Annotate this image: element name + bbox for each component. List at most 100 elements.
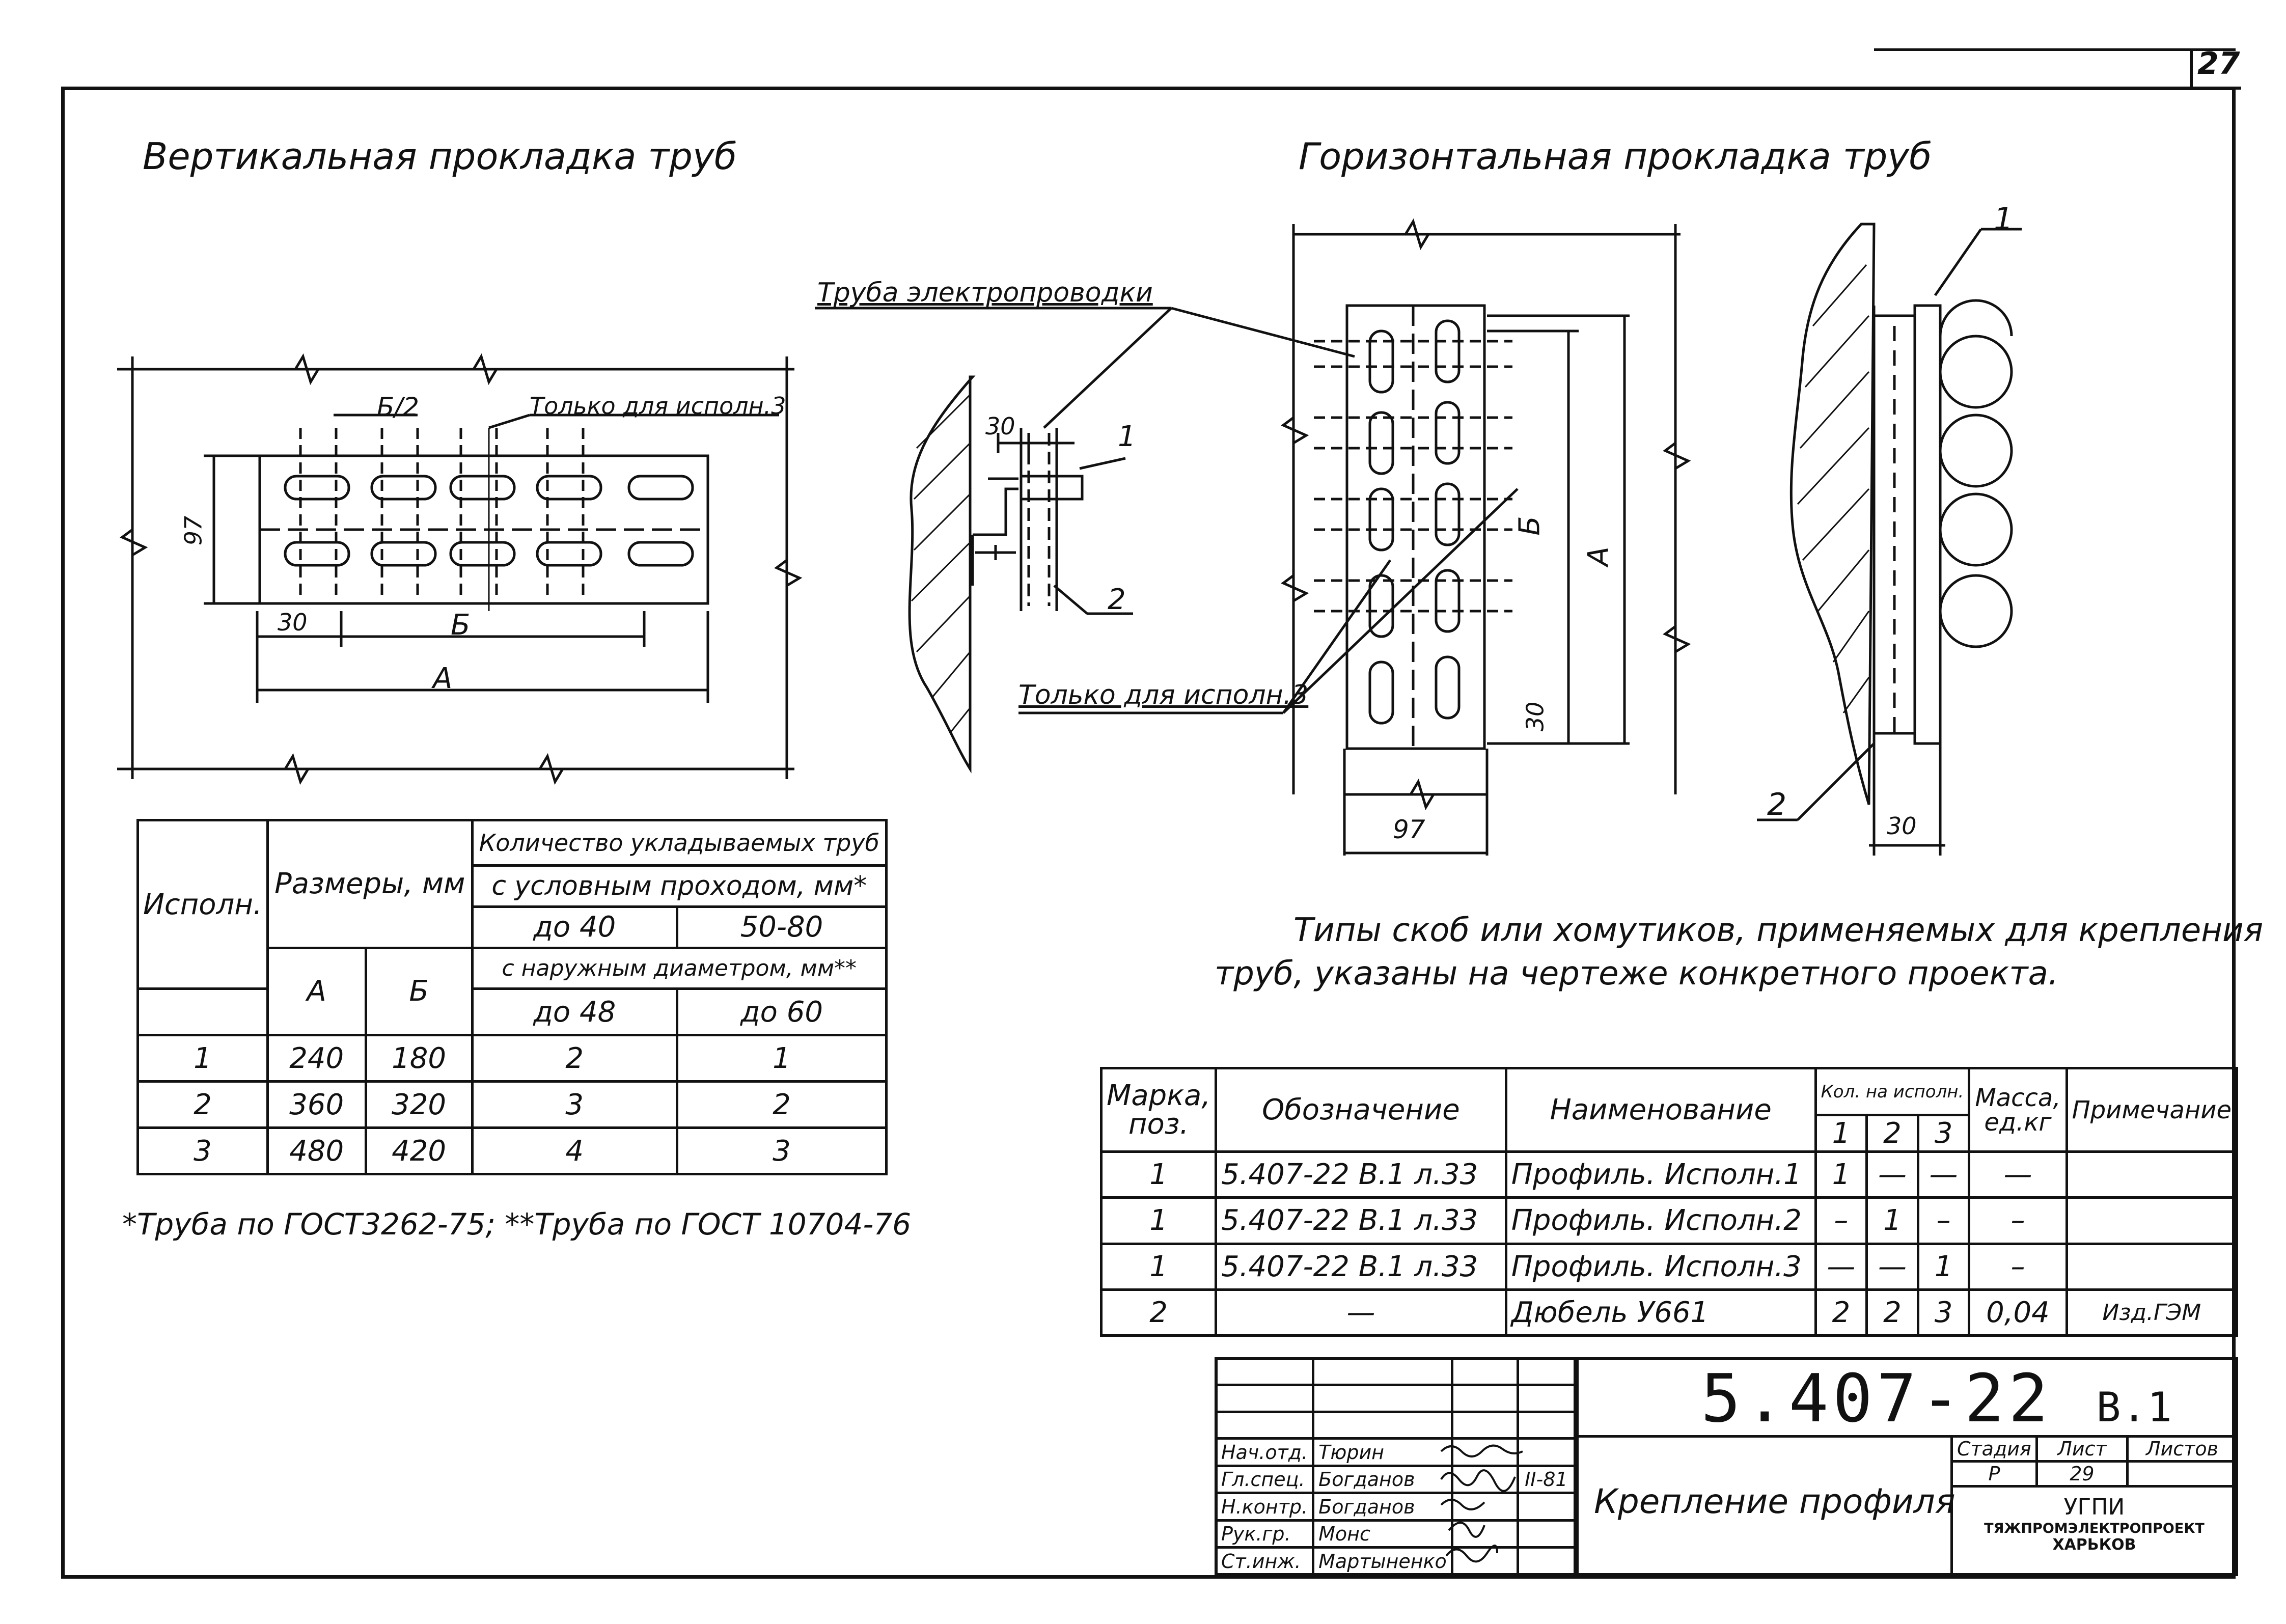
cell-q1: 3 <box>471 1080 678 1130</box>
cell-naim: Профиль. Исполн.3 <box>1504 1242 1817 1291</box>
doc-code: 5.407-22 В.1 <box>1701 1360 2173 1437</box>
date: II-81 <box>1516 1464 1577 1495</box>
cell-c1: — <box>1814 1242 1868 1291</box>
table-row: 1 5.407-22 В.1 л.33 Профиль. Исполн.1 1 … <box>1099 1150 2239 1199</box>
title-divider-h <box>1576 1435 2238 1438</box>
person-name: Монс <box>1312 1519 1453 1549</box>
cell-c3: 3 <box>1916 1288 1971 1337</box>
org-line-2: ТЯЖПРОМЭЛЕКТРОПРОЕКТ <box>1984 1520 2205 1536</box>
cell-mass: — <box>1968 1150 2068 1199</box>
spec-h-massa: Масса, ед.кг <box>1968 1066 2068 1153</box>
callout-2-vertical: 2 <box>1108 583 1126 616</box>
signatures-table: Нач.отд. Тюрин Гл.спец. Богданов II-81 Н… <box>1214 1357 1577 1576</box>
person-name: Богданов <box>1312 1464 1453 1495</box>
role: Рук.гр. <box>1214 1519 1315 1549</box>
cell-c3: – <box>1916 1196 1971 1245</box>
label-horiz-97: 97 <box>1393 815 1425 844</box>
stamp-cell <box>1312 1357 1453 1387</box>
org-line-3: ХАРЬКОВ <box>2052 1535 2136 1554</box>
cell-prim <box>2065 1242 2239 1291</box>
header-ispoln: Исполн. <box>136 818 269 990</box>
stamp-cell <box>1214 1357 1315 1387</box>
stage-table: Стадия Лист Листов Р 29 <box>1950 1435 2238 1488</box>
document-name: Крепление профиля <box>1594 1482 1956 1521</box>
org-divider-v <box>1950 1435 1953 1576</box>
role: Н.контр. <box>1214 1492 1315 1522</box>
cell-q1: 4 <box>471 1126 678 1175</box>
specification-table: Марка, поз. Обозначение Наименование Кол… <box>1099 1066 2239 1337</box>
title-horizontal: Горизонтальная прокладка труб <box>1299 135 1932 178</box>
table-row: Гл.спец. Богданов II-81 <box>1214 1464 1577 1495</box>
callout-1-horizontal: 1 <box>1994 201 2014 237</box>
cell-c1: – <box>1814 1196 1868 1245</box>
dims-table-spacer <box>136 987 269 1037</box>
stamp-cell <box>1214 1410 1315 1440</box>
cell-naim: Дюбель У661 <box>1504 1288 1817 1337</box>
callout-1-vertical: 1 <box>1118 420 1136 453</box>
cell-naim: Профиль. Исполн.1 <box>1504 1150 1817 1199</box>
footnote: *Труба по ГОСТ3262-75; **Труба по ГОСТ 1… <box>122 1207 912 1242</box>
cell-c1: 1 <box>1814 1150 1868 1199</box>
person-name: Мартыненко <box>1312 1546 1453 1576</box>
cell-c3: — <box>1916 1150 1971 1199</box>
stamp-cell <box>1516 1357 1577 1387</box>
table-row: 1 240 180 2 1 <box>136 1034 888 1083</box>
stadia-value: Р <box>1950 1460 2038 1488</box>
cell-q2: 3 <box>675 1126 888 1175</box>
cell-q2: 1 <box>675 1034 888 1083</box>
cell-naim: Профиль. Исполн.2 <box>1504 1196 1817 1245</box>
header-qty: Количество укладываемых труб <box>471 819 888 867</box>
cell-b: 320 <box>364 1080 474 1130</box>
cell-c2: — <box>1865 1150 1919 1199</box>
table-row: 3 480 420 4 3 <box>136 1126 888 1175</box>
cell-prim: Изд.ГЭМ <box>2065 1288 2239 1337</box>
label-side-30: 30 <box>985 412 1015 440</box>
stamp-cell <box>1516 1492 1577 1522</box>
listov-value <box>2126 1460 2238 1488</box>
top-edge-line <box>1874 48 2236 51</box>
signature <box>1450 1464 1519 1495</box>
table-row: 2 — Дюбель У661 2 2 3 0,04 Изд.ГЭМ <box>1099 1288 2239 1337</box>
spec-h-kol: Кол. на исполн. <box>1814 1066 1971 1117</box>
spec-k1: 1 <box>1814 1114 1868 1153</box>
doc-code-number: 5.407-22 <box>1701 1360 2053 1437</box>
table-row: 2 360 320 3 2 <box>136 1080 888 1130</box>
stamp-cell <box>1450 1384 1519 1413</box>
stamp-cell <box>1214 1384 1315 1413</box>
doc-code-volume: В.1 <box>2096 1384 2173 1431</box>
stamp-cell <box>1450 1357 1519 1387</box>
cell-mass: – <box>1968 1196 2068 1245</box>
cell-mass: 0,04 <box>1968 1288 2068 1337</box>
cond-2: 50-80 <box>675 905 888 949</box>
header-sizes: Размеры, мм <box>266 819 474 949</box>
cell-marka: 1 <box>1099 1150 1218 1199</box>
cell-b: 180 <box>364 1034 474 1083</box>
drawing-frame <box>61 87 2236 1579</box>
cell-isp: 1 <box>136 1034 269 1083</box>
note-line-1: Типы скоб или хомутиков, применяемых для… <box>1293 912 2264 949</box>
label-dim-a: А <box>433 662 453 695</box>
label-only-exec3-side: Только для исполн.3 <box>1018 680 1309 710</box>
page-number-box <box>2190 48 2241 90</box>
col-a: А <box>266 946 367 1037</box>
spec-h-marka: Марка, поз. <box>1099 1066 1218 1153</box>
spec-k2: 2 <box>1865 1114 1919 1153</box>
cell-isp: 2 <box>136 1080 269 1130</box>
spec-h-prim: Примечание <box>2065 1066 2239 1153</box>
stamp-cell <box>1516 1519 1577 1549</box>
cell-marka: 2 <box>1099 1288 1218 1337</box>
stamp-cell <box>1450 1410 1519 1440</box>
list-header: Лист <box>2035 1435 2129 1463</box>
label-side-30-horizontal: 30 <box>1887 812 1917 840</box>
cell-oboz: 5.407-22 В.1 л.33 <box>1215 1196 1507 1245</box>
cell-c2: — <box>1865 1242 1919 1291</box>
role: Ст.инж. <box>1214 1546 1315 1576</box>
cell-mass: – <box>1968 1242 2068 1291</box>
cell-c2: 2 <box>1865 1288 1919 1337</box>
cell-q1: 2 <box>471 1034 678 1083</box>
spec-h-oboz: Обозначение <box>1215 1066 1507 1153</box>
title-divider-v <box>1576 1357 1579 1576</box>
horizontal-profile-view <box>1281 218 1691 856</box>
